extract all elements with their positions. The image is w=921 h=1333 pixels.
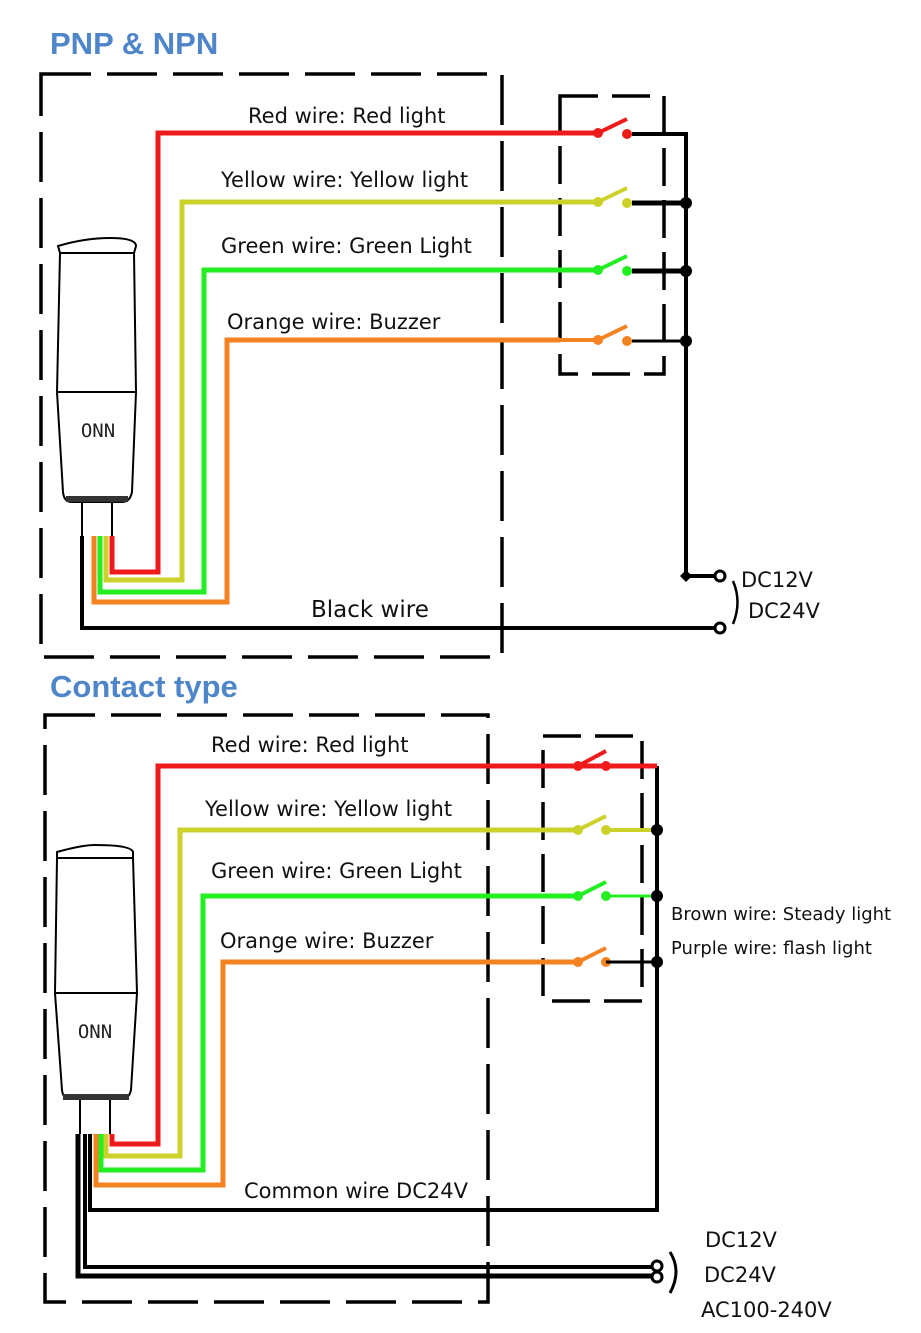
tower-light: ONN xyxy=(53,843,139,1134)
yellow-wire xyxy=(103,827,578,1159)
switch-yellow xyxy=(573,814,657,835)
wire-label-yellow: Yellow wire: Yellow light xyxy=(220,168,468,192)
switch-green xyxy=(593,254,632,276)
brown-wire-label: Brown wire: Steady light xyxy=(671,904,891,925)
switch-box xyxy=(558,94,666,376)
purple-wire-label: Purple wire: flash light xyxy=(671,938,872,959)
tower-light: ONN xyxy=(55,236,138,536)
device-label: ONN xyxy=(78,1021,112,1043)
power-label-dc12v: DC12V xyxy=(705,1228,778,1252)
wire-label-red: Red wire: Red light xyxy=(211,733,409,757)
common-bus xyxy=(632,132,716,578)
yellow-wire xyxy=(103,199,560,583)
power-label-ac: AC100-240V xyxy=(701,1298,832,1322)
power-label-dc24v: DC24V xyxy=(748,599,821,623)
red-wire xyxy=(109,130,560,575)
wire-label-green: Green wire: Green Light xyxy=(221,234,472,258)
device-label: ONN xyxy=(81,420,115,442)
green-wire xyxy=(98,893,578,1173)
green-wire xyxy=(97,267,560,595)
wire-label-yellow: Yellow wire: Yellow light xyxy=(204,797,452,821)
power-bracket xyxy=(731,580,739,625)
enclosure-border xyxy=(39,72,504,659)
enclosure-border xyxy=(43,713,490,1304)
power-label-dc12v: DC12V xyxy=(741,568,814,592)
power-label-dc24v: DC24V xyxy=(704,1263,777,1287)
section-title: PNP & NPN xyxy=(50,26,218,61)
wire-label-orange: Orange wire: Buzzer xyxy=(220,929,434,953)
wire-label-green: Green wire: Green Light xyxy=(211,859,462,883)
terminal-positive xyxy=(713,569,727,583)
switch-yellow xyxy=(593,186,632,208)
terminal-negative xyxy=(713,621,727,635)
section-title: Contact type xyxy=(50,669,238,704)
section-pnp-npn: PNP & NPN ONN xyxy=(39,26,821,659)
switch-red xyxy=(593,117,632,139)
power-bracket xyxy=(668,1251,678,1294)
section-contact-type: Contact type ONN xyxy=(43,669,891,1322)
wire-label-red: Red wire: Red light xyxy=(248,104,446,128)
black-wire xyxy=(80,536,716,630)
orange-wire xyxy=(91,337,560,605)
orange-wire xyxy=(93,959,578,1188)
wire-label-orange: Orange wire: Buzzer xyxy=(227,310,441,334)
common-wire-label: Common wire DC24V xyxy=(244,1179,469,1203)
terminal-1 xyxy=(650,1259,664,1273)
red-wire xyxy=(109,763,657,1147)
switch-orange xyxy=(593,324,632,346)
common-wire xyxy=(88,766,659,1212)
switch-orange xyxy=(573,946,657,967)
switch-green xyxy=(573,880,657,901)
power-wire-2 xyxy=(83,1134,656,1269)
terminal-2 xyxy=(650,1270,664,1284)
black-wire-label: Black wire xyxy=(311,597,429,623)
power-wire-1 xyxy=(75,1134,656,1279)
switch-box xyxy=(541,734,644,1003)
